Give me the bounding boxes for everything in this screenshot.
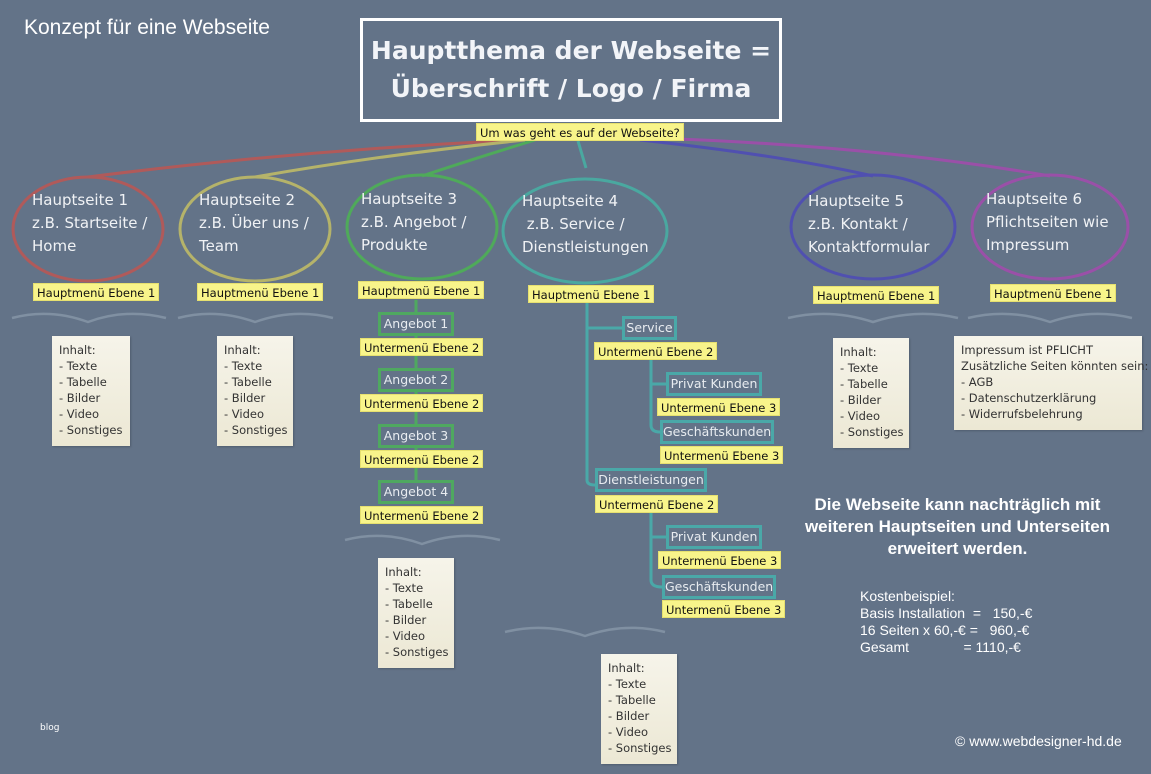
page1-menu-label: Hauptmenü Ebene 1 [33, 283, 160, 301]
content-note-page5: Inhalt: - Texte - Tabelle - Bilder - Vid… [833, 338, 909, 448]
brace-page4 [504, 626, 666, 638]
page2-menu-label: Hauptmenü Ebene 1 [197, 283, 324, 301]
angebot-2-node[interactable]: Angebot 2 [378, 368, 454, 392]
ellipse-page5 [789, 173, 957, 281]
dienst-privat-node[interactable]: Privat Kunden [666, 525, 762, 549]
brace-page3 [344, 534, 501, 546]
dienst-privat-label: Untermenü Ebene 3 [658, 551, 782, 569]
dienst-branch [649, 513, 663, 589]
main-topic-box[interactable]: Hauptthema der Webseite = Überschrift / … [360, 18, 782, 122]
page-title: Konzept für eine Webseite [24, 16, 270, 39]
central-question-label[interactable]: Um was geht es auf der Webseite? [476, 123, 684, 141]
main-topic-line2: Überschrift / Logo / Firma [390, 74, 752, 103]
page3-text[interactable]: Hauptseite 3 z.B. Angebot / Produkte [361, 190, 467, 254]
dienstleistungen-label: Untermenü Ebene 2 [595, 495, 719, 513]
angebot-3-node[interactable]: Angebot 3 [378, 424, 454, 448]
connector-page3 [421, 138, 536, 178]
content-note-page2: Inhalt: - Texte - Tabelle - Bilder - Vid… [217, 336, 293, 446]
service-node[interactable]: Service [622, 316, 677, 340]
angebot-4-node[interactable]: Angebot 4 [378, 480, 454, 504]
angebot-2-label: Untermenü Ebene 2 [360, 394, 484, 412]
extension-text: Die Webseite kann nachträglich mit weite… [804, 495, 1111, 558]
connector-page1 [87, 138, 521, 179]
service-privat-label: Untermenü Ebene 3 [657, 398, 781, 416]
service-geschaeft-node[interactable]: Geschäftskunden [660, 420, 774, 444]
content-note-page4: Inhalt: - Texte - Tabelle - Bilder - Vid… [601, 654, 677, 764]
dienst-geschaeft-label: Untermenü Ebene 3 [662, 600, 786, 618]
ellipse-page3 [345, 173, 499, 281]
impressum-note: Impressum ist PFLICHT Zusätzliche Seiten… [954, 336, 1148, 430]
brace-page5 [787, 312, 959, 324]
footer-blog[interactable]: blog [40, 723, 60, 733]
ellipse-page6 [970, 173, 1130, 281]
content-note-page1: Inhalt: - Texte - Tabelle - Bilder - Vid… [52, 336, 130, 446]
cost-example: Kostenbeispiel: Basis Installation = 150… [860, 588, 1033, 655]
page1-text[interactable]: Hauptseite 1 z.B. Startseite / Home [32, 191, 148, 255]
ellipse-page4 [501, 177, 669, 285]
connector-page4 [576, 140, 588, 169]
angebot-4-label: Untermenü Ebene 2 [360, 506, 484, 524]
angebot-3-label: Untermenü Ebene 2 [360, 450, 484, 468]
dienstleistungen-node[interactable]: Dienstleistungen [595, 468, 707, 492]
connector-page5 [639, 138, 874, 178]
main-topic-line1: Hauptthema der Webseite = [370, 36, 772, 65]
page5-menu-label: Hauptmenü Ebene 1 [813, 286, 940, 304]
copyright[interactable]: © www.webdesigner-hd.de [955, 733, 1122, 749]
service-branch [649, 360, 661, 434]
page6-text[interactable]: Hauptseite 6 Pflichtseiten wie Impressum [986, 190, 1109, 254]
ellipse-page1 [11, 175, 165, 283]
page2-text[interactable]: Hauptseite 2 z.B. Über uns / Team [199, 191, 309, 255]
dienst-geschaeft-node[interactable]: Geschäftskunden [662, 575, 776, 599]
service-geschaeft-label: Untermenü Ebene 3 [660, 446, 784, 464]
service-label: Untermenü Ebene 2 [594, 342, 718, 360]
brace-page1 [11, 312, 167, 324]
brace-page6 [967, 312, 1133, 324]
service-privat-node[interactable]: Privat Kunden [666, 372, 762, 396]
content-note-page3: Inhalt: - Texte - Tabelle - Bilder - Vid… [378, 558, 454, 668]
angebot-1-label: Untermenü Ebene 2 [360, 338, 484, 356]
brace-page2 [177, 312, 334, 324]
page6-menu-label: Hauptmenü Ebene 1 [990, 284, 1117, 302]
angebot-1-node[interactable]: Angebot 1 [378, 312, 454, 336]
page4-menu-label: Hauptmenü Ebene 1 [528, 285, 655, 303]
service-trunk [585, 303, 596, 487]
connector-page6 [649, 136, 1051, 178]
connector-page2 [254, 138, 526, 179]
page5-text[interactable]: Hauptseite 5 z.B. Kontakt / Kontaktformu… [808, 192, 930, 256]
ellipse-page2 [178, 175, 332, 283]
page3-menu-label: Hauptmenü Ebene 1 [358, 281, 485, 299]
page4-text[interactable]: Hauptseite 4 z.B. Service / Dienstleistu… [522, 192, 649, 256]
